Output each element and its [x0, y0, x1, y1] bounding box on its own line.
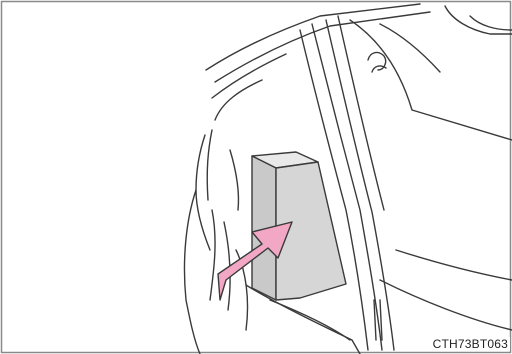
figure-code-label: CTH73BT063: [431, 337, 510, 351]
